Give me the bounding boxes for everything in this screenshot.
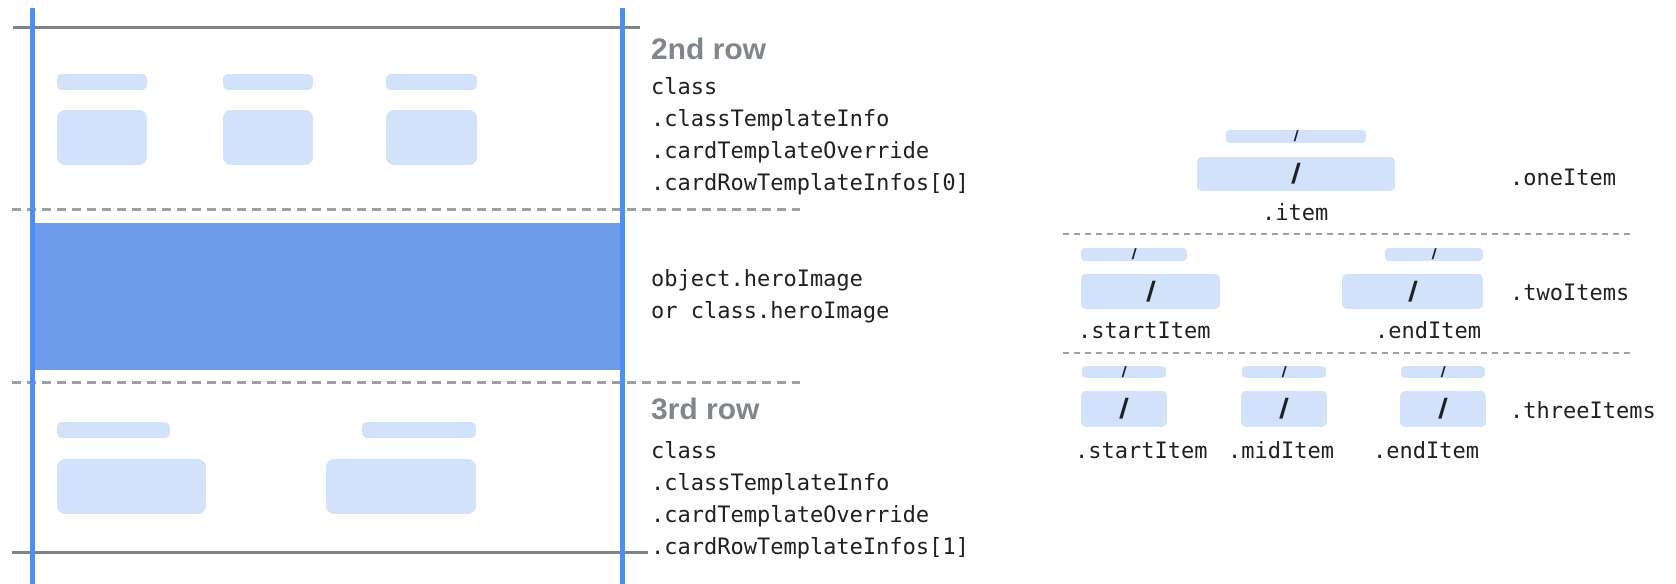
code-line: class <box>651 439 718 464</box>
item-label-bar: / <box>1401 363 1485 381</box>
item-value-bar: / <box>1081 391 1167 427</box>
row2-col2-value-placeholder <box>223 110 313 165</box>
slash-separator-icon: / <box>1407 275 1419 307</box>
code-line: .cardTemplateOverride <box>651 503 930 528</box>
slash-separator-icon: / <box>1118 393 1130 424</box>
item-value-bar: / <box>1197 157 1395 191</box>
code-line: .classTemplateInfo <box>651 471 890 496</box>
slash-separator-icon: / <box>1440 363 1446 381</box>
row2-col3-label-placeholder <box>386 74 477 90</box>
row2-heading: 2nd row <box>651 33 767 66</box>
hero-code-block: object.heroImage or class.heroImage <box>651 264 889 328</box>
row-divider-dashed-line-top <box>12 208 800 211</box>
three-items-start-slot-label: .startItem <box>1075 439 1208 464</box>
row3-annotation: 3rd row class .classTemplateInfo .cardTe… <box>651 390 969 564</box>
card-left-edge-guide <box>30 8 35 584</box>
two-items-start-group: / / <box>1081 246 1220 309</box>
one-item-group: / / <box>1197 128 1395 191</box>
slash-separator-icon: / <box>1281 363 1287 381</box>
two-items-row-label: .twoItems <box>1510 281 1630 306</box>
row3-heading: 3rd row <box>651 393 760 426</box>
two-items-end-group: / / <box>1342 246 1483 309</box>
code-line: .classTemplateInfo <box>651 107 890 132</box>
code-line: object.heroImage <box>651 267 863 292</box>
item-value-bar: / <box>1400 391 1486 427</box>
item-label-bar: / <box>1082 363 1166 381</box>
hero-image-band <box>34 223 620 370</box>
row2-col1-value-placeholder <box>57 110 147 165</box>
code-line: .cardRowTemplateInfos[1] <box>651 535 969 560</box>
code-line: or class.heroImage <box>651 299 890 324</box>
slash-separator-icon: / <box>1290 158 1302 189</box>
one-item-row-label: .oneItem <box>1510 166 1616 191</box>
item-label-bar: / <box>1242 363 1326 381</box>
item-value-bar: / <box>1342 274 1483 309</box>
code-line: .cardTemplateOverride <box>651 139 930 164</box>
row2-col1-label-placeholder <box>57 74 147 90</box>
row3-end-label-placeholder <box>362 422 476 438</box>
three-items-mid-group: / / <box>1241 363 1327 427</box>
code-line: class <box>651 75 718 100</box>
code-line: .cardRowTemplateInfos[0] <box>651 171 969 196</box>
three-items-row-label: .threeItems <box>1510 399 1656 424</box>
card-top-boundary-line <box>13 26 640 29</box>
item-label-bar: / <box>1081 246 1187 263</box>
item-label-bar: / <box>1226 128 1366 145</box>
three-items-mid-slot-label: .midItem <box>1228 439 1334 464</box>
card-right-edge-guide <box>620 8 625 584</box>
row3-start-label-placeholder <box>57 422 170 438</box>
item-value-bar: / <box>1241 391 1327 427</box>
row2-annotation: 2nd row class .classTemplateInfo .cardTe… <box>651 30 969 200</box>
slash-separator-icon: / <box>1131 246 1137 263</box>
row2-code-block: class .classTemplateInfo .cardTemplateOv… <box>651 72 969 200</box>
slash-separator-icon: / <box>1278 393 1290 424</box>
one-item-slot-label: .item <box>1262 201 1329 226</box>
row-divider-dashed-line-bottom <box>12 381 800 384</box>
slash-separator-icon: / <box>1437 393 1449 424</box>
row3-code-block: class .classTemplateInfo .cardTemplateOv… <box>651 436 969 564</box>
item-layout-divider-dashed-2 <box>1063 352 1630 354</box>
slash-separator-icon: / <box>1121 363 1127 381</box>
row2-col2-label-placeholder <box>223 74 313 90</box>
row2-col3-value-placeholder <box>386 110 477 165</box>
two-items-end-slot-label: .endItem <box>1375 319 1481 344</box>
two-items-start-slot-label: .startItem <box>1078 319 1211 344</box>
hero-annotation: object.heroImage or class.heroImage <box>651 264 889 328</box>
three-items-end-slot-label: .endItem <box>1373 439 1479 464</box>
item-label-bar: / <box>1385 246 1483 263</box>
item-layout-divider-dashed-1 <box>1063 233 1630 235</box>
slash-separator-icon: / <box>1431 246 1437 263</box>
three-items-start-group: / / <box>1081 363 1167 427</box>
row3-start-value-placeholder <box>57 459 206 514</box>
slash-separator-icon: / <box>1145 275 1157 307</box>
card-bottom-boundary-line <box>12 551 648 554</box>
three-items-end-group: / / <box>1400 363 1486 427</box>
slash-separator-icon: / <box>1293 128 1299 145</box>
item-value-bar: / <box>1081 274 1220 309</box>
row3-end-value-placeholder <box>326 459 476 514</box>
